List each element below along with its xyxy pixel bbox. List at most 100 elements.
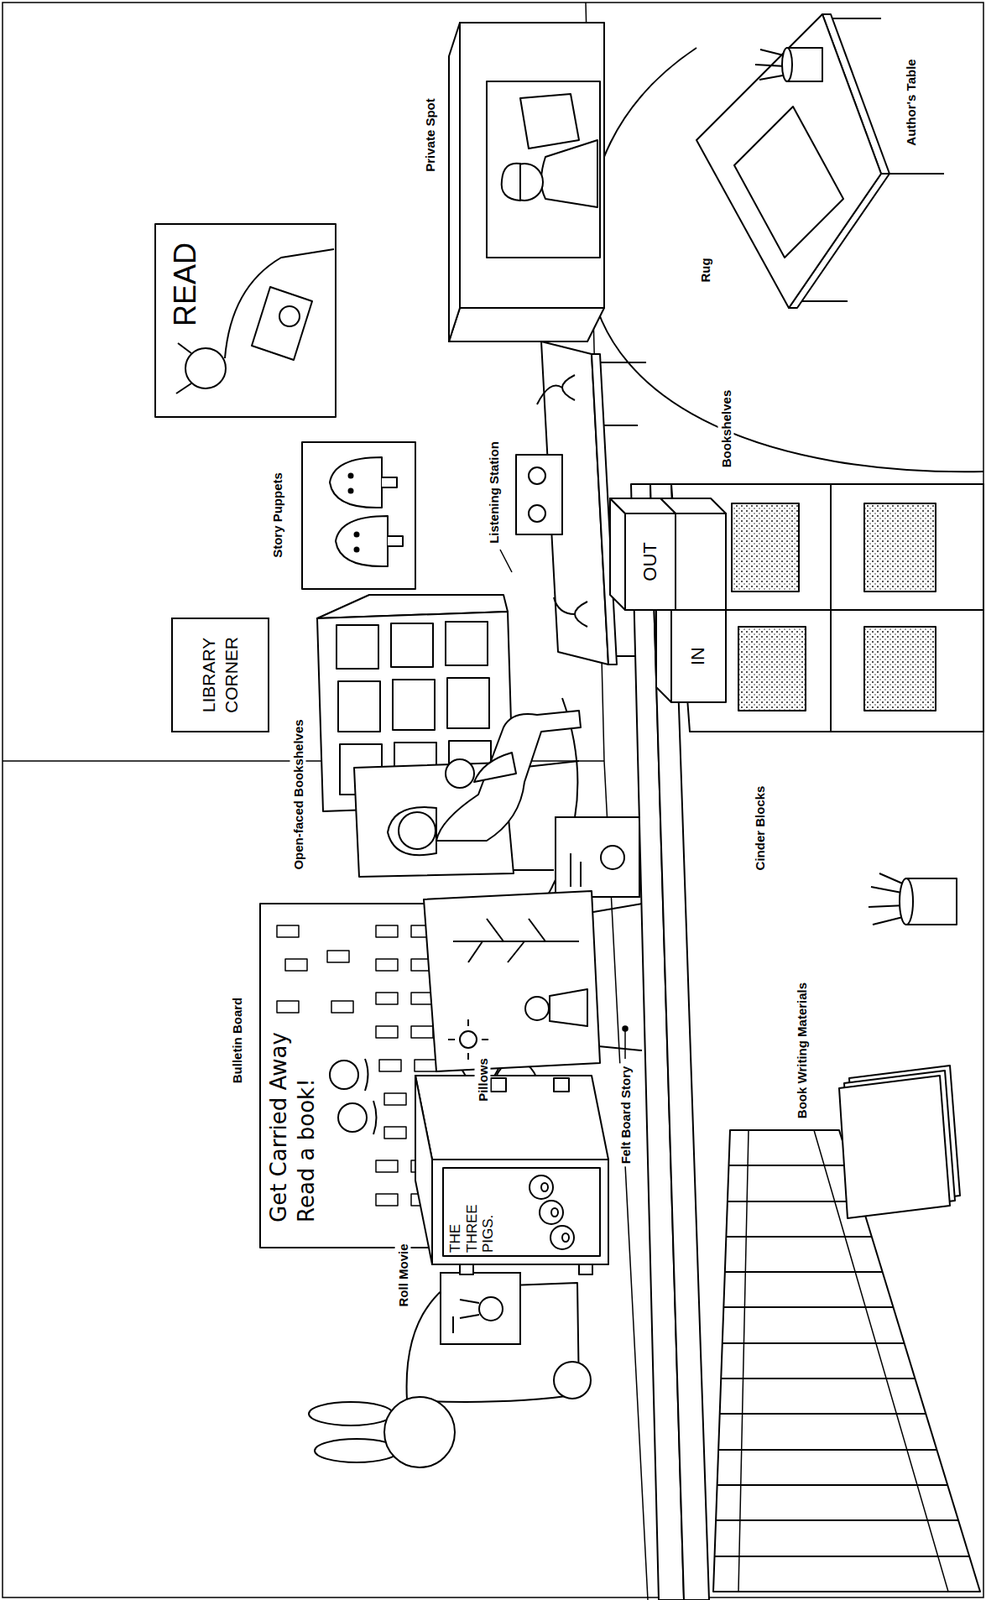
sign-text: Get Carried Away — [265, 1032, 293, 1223]
book-writing-materials — [899, 878, 913, 925]
leader-lines — [624, 1031, 627, 1060]
in-out-box — [625, 513, 676, 611]
open-faced-bookshelf — [338, 681, 381, 732]
sign-text: READ — [166, 242, 204, 327]
floor-book — [555, 817, 640, 898]
floor-book — [555, 817, 640, 898]
in-out-box — [656, 594, 672, 703]
sign-text: OUT — [639, 542, 662, 581]
felt-board-easel — [593, 903, 642, 1051]
sign-text: THE THREE PIGS. — [447, 1195, 497, 1253]
private-spot-box — [520, 93, 580, 149]
private-spot-box — [501, 163, 521, 201]
callout-label: Roll Movie — [395, 1241, 412, 1310]
callout-label: Felt Board Story — [617, 1064, 634, 1168]
library-sign — [172, 618, 269, 732]
private-spot-box — [486, 81, 600, 258]
roll-movie-box — [539, 1200, 564, 1225]
private-spot-box — [448, 22, 605, 342]
open-faced-bookshelf — [447, 678, 490, 729]
roll-movie-box — [443, 1168, 600, 1257]
sign-text: Read a book! — [292, 1078, 321, 1223]
cinder-blocks — [671, 484, 984, 732]
listening-station — [537, 375, 588, 627]
bulletin-board — [329, 1060, 359, 1090]
story-puppets-poster — [335, 516, 388, 567]
book-writing-materials — [839, 1075, 950, 1219]
story-puppets-poster — [302, 442, 416, 590]
private-spot-box — [448, 22, 460, 342]
private-spot-box — [448, 307, 605, 342]
listening-station — [516, 454, 563, 535]
callout-label: Bulletin Board — [229, 995, 246, 1087]
rabbit-puppet — [553, 1361, 591, 1399]
room-walls — [2, 2, 648, 1600]
sign-box: READ — [155, 224, 336, 418]
callout-label: Open-faced Bookshelves — [290, 716, 307, 872]
rocking-chair-reader — [398, 812, 436, 850]
rabbit-puppet — [384, 1397, 455, 1468]
rocking-chair-reader — [474, 752, 517, 783]
roll-movie-box — [415, 1075, 609, 1160]
plank-shelf — [631, 484, 710, 1600]
floor-book — [600, 845, 625, 870]
held-book — [440, 1272, 521, 1345]
callout-label: Book Writing Materials — [793, 980, 810, 1122]
private-spot-box — [459, 22, 605, 308]
callout-label: Story Puppets — [269, 469, 286, 561]
rocking-chair-reader — [445, 759, 475, 788]
room-walls — [2, 2, 648, 1600]
story-puppets-poster — [387, 536, 403, 547]
authors-table — [734, 106, 844, 258]
story-puppets-poster — [302, 442, 416, 590]
in-out-box — [671, 610, 726, 703]
cinder-blocks — [671, 484, 984, 732]
read-poster — [155, 224, 336, 418]
callout-label: Listening Station — [485, 438, 502, 547]
story-puppets-poster — [349, 489, 354, 494]
open-faced-bookshelf — [336, 625, 379, 669]
read-poster — [251, 286, 313, 360]
leader-lines — [500, 549, 512, 573]
listening-station — [528, 467, 546, 485]
library-sign — [172, 618, 269, 732]
story-puppets-poster — [349, 474, 354, 479]
cinder-blocks — [738, 626, 806, 711]
cinder-blocks — [864, 503, 936, 592]
bulletin-board — [365, 1059, 377, 1135]
private-spot-box — [541, 140, 598, 208]
bulletin-board — [338, 1103, 367, 1133]
felt-board-easel — [549, 989, 588, 1027]
callout-label: Cinder Blocks — [751, 783, 768, 874]
authors-table — [782, 47, 793, 82]
roll-movie-box — [550, 1225, 574, 1250]
held-book — [479, 1297, 503, 1321]
callout-label: Author's Table — [902, 56, 919, 148]
sign-box: LIBRARY CORNER — [172, 618, 269, 732]
callout-label: Pillows — [474, 1055, 491, 1105]
sign-text: IN — [687, 646, 710, 666]
leader-lines — [500, 549, 628, 1060]
felt-board-easel — [448, 1019, 489, 1060]
open-faced-bookshelf — [445, 621, 488, 666]
story-puppets-poster — [381, 477, 397, 488]
leader-lines — [622, 1026, 628, 1032]
story-puppets-poster — [329, 457, 382, 508]
listening-station — [528, 505, 546, 522]
roll-movie-box — [529, 1175, 553, 1200]
felt-board-easel — [453, 918, 580, 963]
read-poster — [185, 348, 226, 389]
cinder-blocks — [731, 503, 799, 592]
held-book — [440, 1272, 521, 1345]
authors-table — [696, 14, 945, 308]
floor-book — [570, 853, 581, 887]
read-poster — [155, 224, 336, 418]
roll-movie-box — [553, 1078, 569, 1092]
roll-movie-box — [459, 1264, 593, 1275]
